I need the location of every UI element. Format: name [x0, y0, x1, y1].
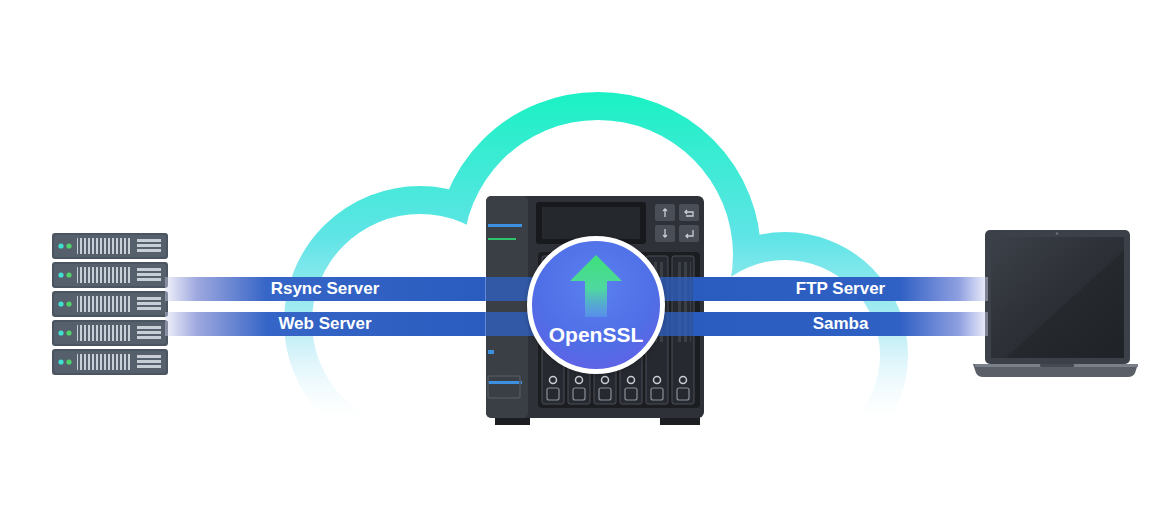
server-slot	[137, 273, 161, 276]
server-face	[54, 264, 166, 286]
bay-handle	[573, 388, 585, 400]
server-led	[58, 330, 63, 335]
server-led	[66, 243, 71, 248]
bay-latch	[680, 377, 687, 384]
band-label: Samba	[813, 314, 869, 334]
server-unit	[52, 349, 168, 375]
bay-handle	[677, 388, 689, 400]
server-slot	[137, 336, 161, 339]
server-face	[54, 351, 166, 373]
server-grille	[77, 267, 130, 283]
server-led	[58, 359, 63, 364]
server-face	[54, 293, 166, 315]
service-band: FTP Server	[693, 277, 988, 301]
arrow-shape	[570, 255, 622, 317]
server-grille	[77, 325, 130, 341]
server-face	[54, 235, 166, 257]
server-led	[58, 243, 63, 248]
cloud-outline	[260, 120, 940, 450]
server-led	[66, 330, 71, 335]
server-slot	[137, 239, 161, 242]
server-slot	[137, 331, 161, 334]
badge-label: OpenSSL	[532, 323, 660, 347]
server-unit	[52, 262, 168, 288]
band-label: Web Server	[278, 314, 371, 334]
server-led	[66, 301, 71, 306]
bay-handle	[547, 388, 559, 400]
server-slot	[137, 244, 161, 247]
server-led	[58, 272, 63, 277]
service-band: Rsync Server	[165, 277, 485, 301]
server-slot	[137, 302, 161, 305]
openssl-badge: OpenSSL	[527, 236, 665, 374]
server-slot	[137, 355, 161, 358]
band-label: FTP Server	[796, 279, 885, 299]
nas-device	[486, 196, 704, 425]
server-rack	[52, 233, 168, 375]
server-slot	[137, 365, 161, 368]
server-grille	[77, 296, 130, 312]
server-unit	[52, 320, 168, 346]
bay-latch	[550, 377, 557, 384]
server-unit	[52, 291, 168, 317]
bay-handle	[625, 388, 637, 400]
server-slot	[137, 278, 161, 281]
service-band: Samba	[693, 312, 988, 336]
bay-latch	[602, 377, 609, 384]
server-led	[66, 272, 71, 277]
server-slot	[137, 268, 161, 271]
bay-handle	[599, 388, 611, 400]
server-grille	[77, 238, 130, 254]
bay-latch	[654, 377, 661, 384]
server-slot	[137, 326, 161, 329]
server-led	[66, 359, 71, 364]
bay-handle	[651, 388, 663, 400]
bay-latch	[576, 377, 583, 384]
laptop	[973, 230, 1138, 377]
server-slot	[137, 297, 161, 300]
server-unit	[52, 233, 168, 259]
upgrade-arrow	[532, 241, 660, 369]
server-slot	[137, 249, 161, 252]
server-slot	[137, 360, 161, 363]
server-face	[54, 322, 166, 344]
server-grille	[77, 354, 130, 370]
band-label: Rsync Server	[271, 279, 380, 299]
bay-latch	[628, 377, 635, 384]
server-slot	[137, 307, 161, 310]
server-led	[58, 301, 63, 306]
service-band: Web Server	[165, 312, 485, 336]
